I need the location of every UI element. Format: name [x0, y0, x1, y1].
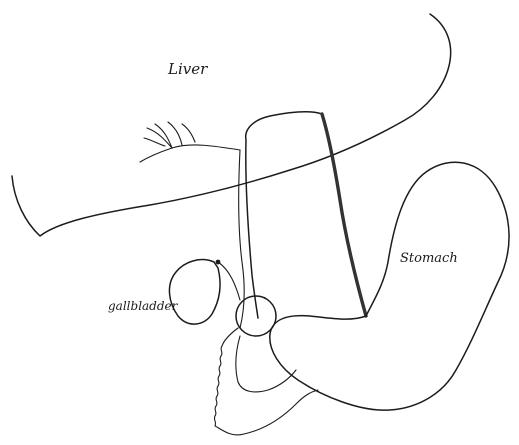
liver-outline [12, 14, 451, 236]
gallbladder-label: gallbladder [108, 299, 179, 313]
esophagus-left-wall [246, 112, 322, 318]
duodenum-wavy-wall [214, 328, 318, 435]
liver-label: Liver [167, 60, 208, 78]
stomach-outline [270, 162, 509, 410]
hepatic-vessel-branch-e [144, 138, 165, 146]
hepatic-vessel-branch-c [168, 122, 182, 145]
stomach-label: Stomach [400, 251, 458, 266]
hepatic-vessel-branch-a [147, 128, 172, 148]
duodenum-inner-wall [236, 336, 296, 392]
hepatic-vessel-branch-d [182, 124, 195, 142]
cystic-duct [218, 262, 240, 300]
gallbladder-outline [169, 260, 220, 324]
hepatic-vessel-main [140, 145, 240, 162]
